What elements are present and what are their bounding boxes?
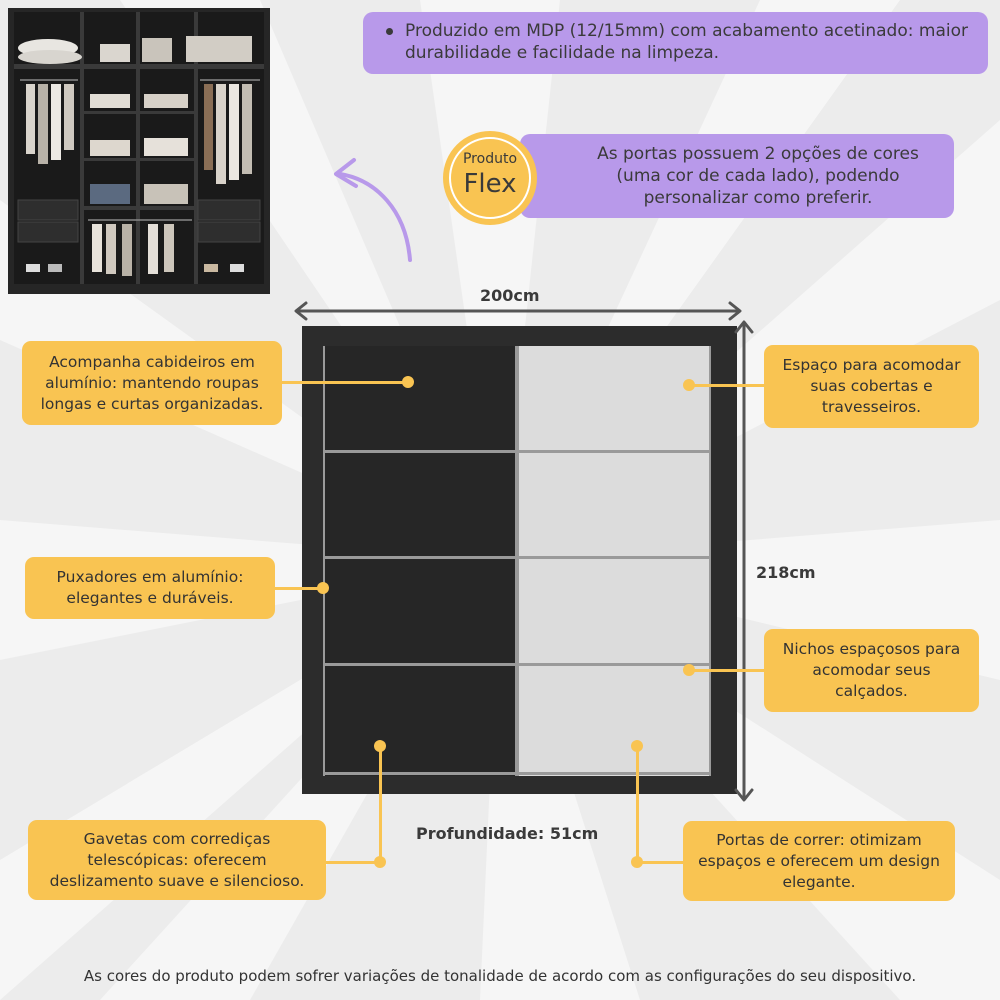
flex-colors-text: As portas possuem 2 opções de cores (uma…	[597, 144, 919, 208]
doors-connector-h	[636, 861, 684, 864]
blankets-callout: Espaço para acomodar suas cobertas e tra…	[764, 345, 979, 428]
drawers-marker-bottom	[374, 856, 386, 868]
depth-label: Profundidade: 51cm	[416, 824, 599, 843]
hangers-marker	[402, 376, 414, 388]
niches-marker	[683, 664, 695, 676]
handles-text: Puxadores em alumínio: elegantes e duráv…	[56, 568, 244, 607]
doors-marker-top	[631, 740, 643, 752]
blankets-connector	[690, 384, 764, 387]
blankets-marker	[683, 379, 695, 391]
doors-connector-v	[636, 746, 639, 864]
bullet-icon	[386, 28, 393, 35]
badge-line1: Produto	[462, 151, 518, 167]
mdp-material-callout: Produzido em MDP (12/15mm) com acabament…	[363, 12, 988, 74]
niches-connector	[690, 669, 764, 672]
drawers-callout: Gavetas com corrediças telescópicas: ofe…	[28, 820, 326, 900]
curved-arrow-icon	[334, 158, 412, 262]
drawers-connector-v	[379, 746, 382, 864]
width-label: 200cm	[480, 286, 540, 305]
width-dimension-arrow	[294, 301, 742, 321]
height-label: 218cm	[756, 563, 816, 582]
color-disclaimer: As cores do produto podem sofrer variaçõ…	[83, 967, 917, 985]
right-sliding-door	[517, 346, 711, 776]
drawers-marker-top	[374, 740, 386, 752]
left-sliding-door	[323, 346, 517, 776]
niches-text: Nichos espaçosos para acomodar seus calç…	[782, 640, 961, 700]
hangers-text: Acompanha cabideiros em alumínio: manten…	[40, 352, 264, 413]
handles-marker	[317, 582, 329, 594]
doors-callout: Portas de correr: otimizam espaços e ofe…	[683, 821, 955, 901]
hangers-connector	[282, 381, 408, 384]
badge-line2: Flex	[463, 169, 517, 199]
drawers-connector-h	[326, 861, 382, 864]
wardrobe-interior-thumbnail	[8, 8, 270, 294]
doors-text: Portas de correr: otimizam espaços e ofe…	[698, 830, 940, 891]
mdp-material-text: Produzido em MDP (12/15mm) com acabament…	[405, 21, 968, 63]
produto-flex-badge: Produto Flex	[443, 131, 537, 225]
hangers-callout: Acompanha cabideiros em alumínio: manten…	[22, 341, 282, 425]
niches-callout: Nichos espaçosos para acomodar seus calç…	[764, 629, 979, 712]
drawers-text: Gavetas com corrediças telescópicas: ofe…	[49, 829, 305, 890]
handles-callout: Puxadores em alumínio: elegantes e duráv…	[25, 557, 275, 619]
doors-marker-bottom	[631, 856, 643, 868]
blankets-text: Espaço para acomodar suas cobertas e tra…	[782, 356, 961, 416]
height-dimension-arrow	[734, 320, 754, 802]
wardrobe-front	[302, 326, 737, 794]
flex-colors-callout: As portas possuem 2 opções de cores (uma…	[520, 134, 954, 218]
handles-connector	[275, 587, 323, 590]
